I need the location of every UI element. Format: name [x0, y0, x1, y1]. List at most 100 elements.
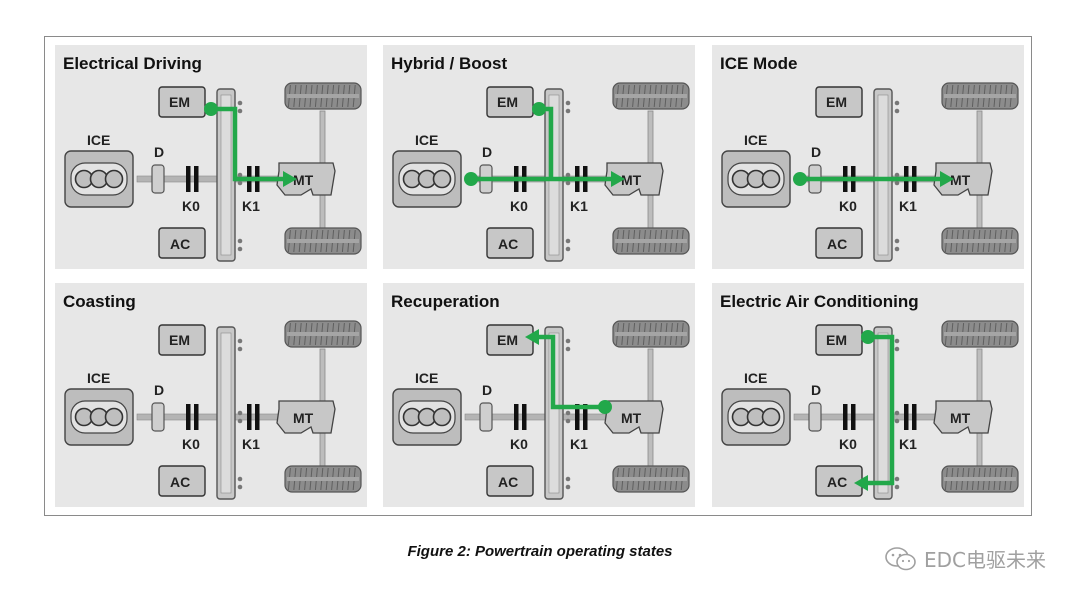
clutch-k1-label: K1: [242, 198, 260, 214]
electric-motor-box: EM: [486, 324, 534, 356]
ice-label: ICE: [87, 132, 110, 148]
wheel: [284, 82, 362, 110]
clutch-k0-label: K0: [510, 198, 528, 214]
svg-text:AC: AC: [498, 474, 518, 490]
clutch-k0: [843, 404, 856, 430]
wheel: [612, 227, 690, 255]
wechat-icon: [885, 546, 916, 570]
damper-label: D: [482, 144, 492, 160]
clutch-k1: [247, 404, 260, 430]
combustion-engine: [392, 388, 462, 446]
damper: [808, 402, 822, 432]
wheel: [941, 227, 1019, 255]
clutch-k1-label: K1: [899, 436, 917, 452]
svg-text:AC: AC: [498, 236, 518, 252]
ac-compressor-box: AC: [815, 465, 863, 497]
svg-text:EM: EM: [169, 332, 190, 348]
damper-label: D: [154, 382, 164, 398]
manual-transmission: MT: [276, 162, 336, 196]
figure-caption: Figure 2: Powertrain operating states: [407, 543, 673, 560]
wheel: [612, 465, 690, 493]
damper-label: D: [482, 382, 492, 398]
accessory-belt: [216, 326, 243, 500]
svg-text:MT: MT: [293, 410, 314, 426]
ice-label: ICE: [87, 370, 110, 386]
power-flow-arrow: [525, 329, 612, 414]
svg-text:EM: EM: [497, 94, 518, 110]
clutch-k0: [514, 404, 527, 430]
ice-label: ICE: [415, 370, 438, 386]
damper: [479, 402, 493, 432]
electric-motor-box: EM: [815, 324, 863, 356]
svg-text:EM: EM: [169, 94, 190, 110]
damper-label: D: [811, 144, 821, 160]
watermark: EDC电驱未来: [884, 544, 1046, 573]
ac-compressor-box: AC: [158, 227, 206, 259]
clutch-k1-label: K1: [899, 198, 917, 214]
power-flow-arrow: [793, 171, 954, 187]
electric-motor-box: EM: [815, 86, 863, 118]
ice-label: ICE: [744, 132, 767, 148]
panel-title: Electrical Driving: [63, 54, 202, 73]
electric-motor-box: EM: [158, 324, 206, 356]
ac-compressor-box: AC: [158, 465, 206, 497]
panel-title: ICE Mode: [720, 54, 797, 73]
clutch-k0-label: K0: [182, 198, 200, 214]
clutch-k1-label: K1: [570, 198, 588, 214]
damper-label: D: [154, 144, 164, 160]
manual-transmission: MT: [604, 400, 664, 434]
combustion-engine: [721, 388, 791, 446]
clutch-k1-label: K1: [570, 436, 588, 452]
power-flow-arrow: [854, 330, 895, 491]
clutch-k0-label: K0: [839, 436, 857, 452]
ac-compressor-box: AC: [486, 465, 534, 497]
panel-title: Electric Air Conditioning: [720, 292, 919, 311]
clutch-k1-label: K1: [242, 436, 260, 452]
damper-label: D: [811, 382, 821, 398]
wheel: [284, 227, 362, 255]
svg-text:AC: AC: [827, 474, 847, 490]
combustion-engine: [721, 150, 791, 208]
power-flow-arrow: [204, 102, 297, 187]
manual-transmission: MT: [933, 162, 993, 196]
wheel: [284, 320, 362, 348]
svg-text:EM: EM: [497, 332, 518, 348]
manual-transmission: MT: [276, 400, 336, 434]
power-flow-arrow: [464, 102, 625, 187]
svg-text:MT: MT: [950, 410, 971, 426]
clutch-k1: [904, 404, 917, 430]
clutch-k0-label: K0: [510, 436, 528, 452]
ice-label: ICE: [415, 132, 438, 148]
wheel: [941, 465, 1019, 493]
svg-text:MT: MT: [621, 410, 642, 426]
electric-motor-box: EM: [158, 86, 206, 118]
watermark-text: EDC电驱未来: [923, 548, 1046, 572]
wheel: [284, 465, 362, 493]
combustion-engine: [392, 150, 462, 208]
clutch-k0-label: K0: [182, 436, 200, 452]
svg-text:EM: EM: [826, 94, 847, 110]
accessory-belt: [873, 326, 900, 500]
damper: [151, 164, 165, 194]
svg-text:AC: AC: [827, 236, 847, 252]
wheel: [612, 82, 690, 110]
ice-label: ICE: [744, 370, 767, 386]
svg-text:MT: MT: [621, 172, 642, 188]
panel-title: Hybrid / Boost: [391, 54, 508, 73]
combustion-engine: [64, 388, 134, 446]
ac-compressor-box: AC: [486, 227, 534, 259]
svg-text:AC: AC: [170, 474, 190, 490]
svg-text:MT: MT: [293, 172, 314, 188]
manual-transmission: MT: [933, 400, 993, 434]
clutch-k0: [186, 404, 199, 430]
clutch-k1: [575, 404, 588, 430]
svg-text:AC: AC: [170, 236, 190, 252]
wheel: [941, 320, 1019, 348]
svg-text:EM: EM: [826, 332, 847, 348]
